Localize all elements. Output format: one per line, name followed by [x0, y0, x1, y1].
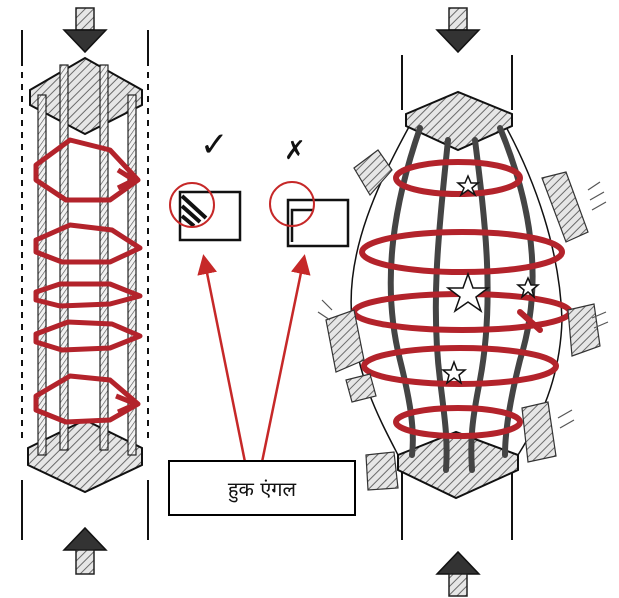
spiral-ties-right: [351, 159, 573, 439]
longitudinal-bars-left: [37, 64, 137, 456]
correct-mark: ✓: [200, 125, 229, 165]
load-arrow-bottom-left: [62, 526, 108, 575]
hook-detail-incorrect: [269, 181, 350, 248]
top-cap-left: [29, 56, 143, 136]
hook-detail-correct: [169, 182, 242, 242]
crack-stars: [440, 174, 541, 385]
hook-angle-label-box: हुक एंगल: [168, 460, 356, 516]
hook-angle-label: हुक एंगल: [227, 476, 297, 501]
incorrect-mark: ✗: [284, 136, 306, 166]
left-column: [21, 7, 149, 575]
load-arrow-top-left: [62, 7, 108, 54]
top-cap-right: [405, 90, 513, 152]
load-arrow-top-right: [435, 7, 481, 54]
ties-left: [33, 137, 143, 425]
load-arrow-bottom-right: [435, 550, 481, 597]
spalling-fragments: [325, 149, 601, 491]
pointer-arrows: [197, 254, 311, 463]
right-column: [317, 7, 609, 597]
motion-lines: [317, 181, 609, 429]
bottom-cap-right: [397, 430, 519, 500]
